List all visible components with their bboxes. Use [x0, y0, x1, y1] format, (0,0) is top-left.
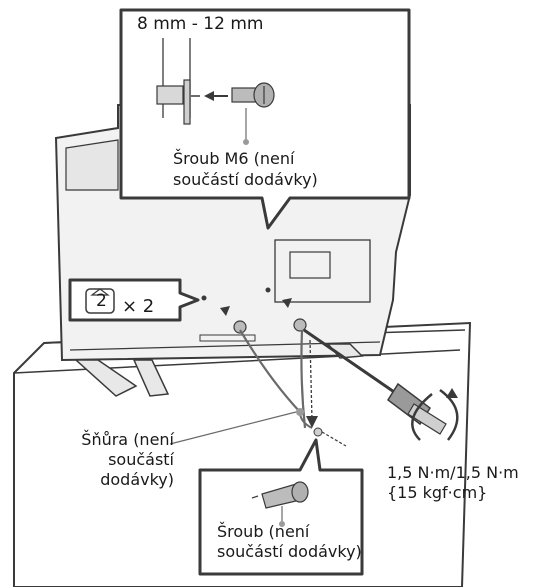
tv-screw-holes	[201, 287, 307, 334]
bolt-label-line2: součástí dodávky)	[217, 542, 362, 561]
cord-label-line1: Šňůra (není	[81, 430, 174, 449]
torque-label: 1,5 N·m/1,5 N·m {15 kgf·cm}	[387, 463, 519, 503]
cord-label: Šňůra (není součástí dodávky)	[42, 430, 174, 490]
bracket-count-box	[68, 278, 200, 322]
screwdriver	[303, 328, 459, 441]
screw-m6-label-line1: Šroub M6 (není	[173, 149, 295, 168]
torque-label-line2: {15 kgf·cm}	[387, 483, 488, 502]
torque-label-line1: 1,5 N·m/1,5 N·m	[387, 463, 519, 482]
cords	[169, 329, 347, 447]
screw-m6-label: Šroub M6 (není součástí dodávky)	[173, 148, 318, 190]
cord-label-line2: součástí	[108, 450, 174, 469]
bracket-number: 2	[96, 291, 107, 311]
bracket-count-label: × 2	[122, 296, 155, 317]
dimension-label: 8 mm - 12 mm	[137, 14, 264, 34]
cord-label-line3: dodávky)	[100, 470, 174, 489]
bolt-label-line1: Šroub (není	[217, 522, 310, 541]
screw-m6-label-line2: součástí dodávky)	[173, 170, 318, 189]
tv-feet	[74, 343, 364, 397]
callout-bottom-box	[198, 438, 364, 576]
callout-top-box	[119, 8, 411, 230]
bolt-label: Šroub (není součástí dodávky)	[217, 522, 362, 562]
